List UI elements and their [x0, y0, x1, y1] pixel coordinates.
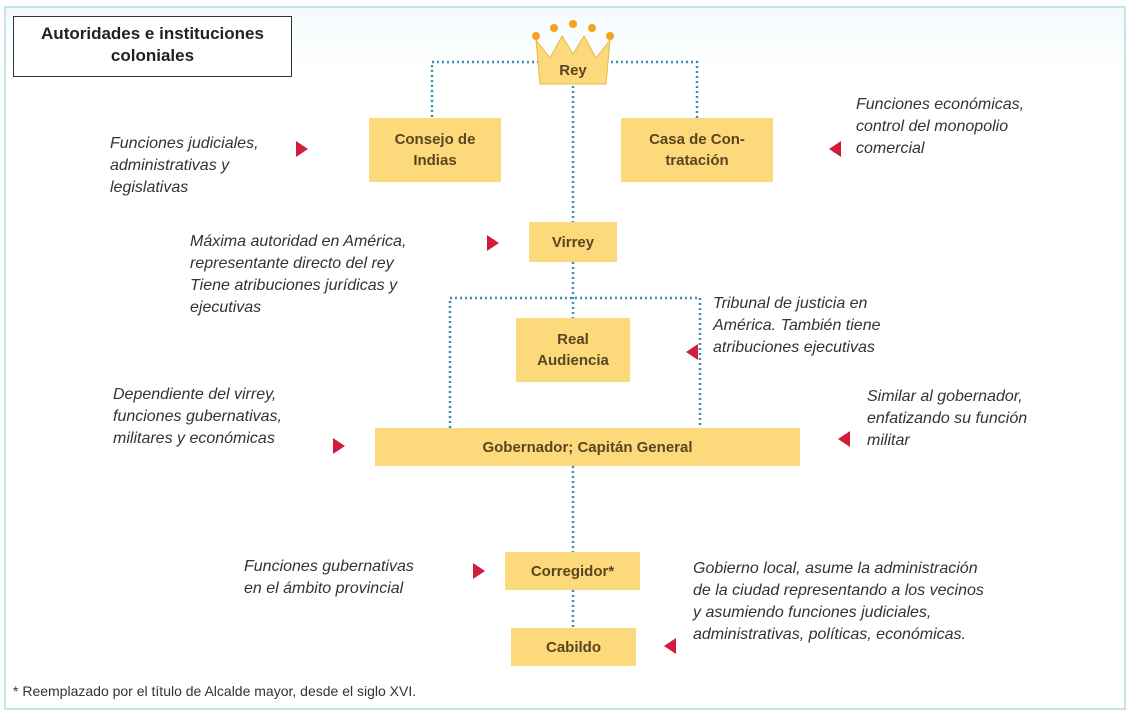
arrow-left-icon — [664, 638, 676, 654]
arrow-left-icon — [829, 141, 841, 157]
real-audiencia-box: Real Audiencia — [516, 318, 630, 382]
virrey-box: Virrey — [529, 222, 617, 262]
consejo-de-indias-box: Consejo de Indias — [369, 118, 501, 182]
arrow-right-icon — [296, 141, 308, 157]
arrow-right-icon — [487, 235, 499, 251]
title-line1: Autoridades e instituciones — [41, 24, 264, 43]
corregidor-box: Corregidor* — [505, 552, 640, 590]
consejo-line1: Consejo de — [394, 131, 476, 148]
casa-de-contratacion-box: Casa de Con- tratación — [621, 118, 773, 182]
gobernador-right-description: Similar al gobernador, enfatizando su fu… — [867, 388, 1028, 449]
gobernador-label: Gobernador; Capitán General — [482, 438, 693, 456]
virrey-label: Virrey — [551, 233, 595, 251]
cabildo-box: Cabildo — [511, 628, 636, 666]
title-line2: coloniales — [110, 46, 195, 65]
virrey-description: Máxima autoridad en América, representan… — [190, 233, 407, 316]
rey-label: Rey — [559, 62, 587, 79]
gobernador-box: Gobernador; Capitán General — [375, 428, 800, 466]
footnote: * Reemplazado por el título de Alcalde m… — [13, 683, 417, 699]
audiencia-line1: Real — [557, 331, 589, 348]
casa-line1: Casa de Con- — [649, 131, 745, 148]
cabildo-description: Gobierno local, asume la administración … — [693, 560, 984, 643]
consejo-description: Funciones judiciales, administrativas y … — [110, 135, 259, 196]
arrow-left-icon — [686, 344, 698, 360]
casa-line2: tratación — [665, 152, 729, 169]
diagram-title: Autoridades e instituciones coloniales — [13, 16, 292, 77]
connector-rey-casa — [606, 60, 699, 118]
corregidor-label: Corregidor* — [530, 562, 615, 580]
crown-icon: Rey — [532, 20, 614, 85]
audiencia-line2: Audiencia — [537, 352, 609, 369]
connector-rey-consejo — [430, 60, 544, 118]
audiencia-description: Tribunal de justicia en América. También… — [713, 295, 881, 356]
connector-audiencia-bracket — [448, 296, 702, 428]
cabildo-label: Cabildo — [546, 638, 601, 656]
consejo-line2: Indias — [413, 152, 457, 169]
casa-description: Funciones económicas, control del monopo… — [856, 96, 1025, 157]
arrow-right-icon — [333, 438, 345, 454]
gobernador-left-description: Dependiente del virrey, funciones gubern… — [113, 386, 282, 447]
corregidor-description: Funciones gubernativas en el ámbito prov… — [244, 558, 414, 597]
arrow-right-icon — [473, 563, 485, 579]
arrow-left-icon — [838, 431, 850, 447]
